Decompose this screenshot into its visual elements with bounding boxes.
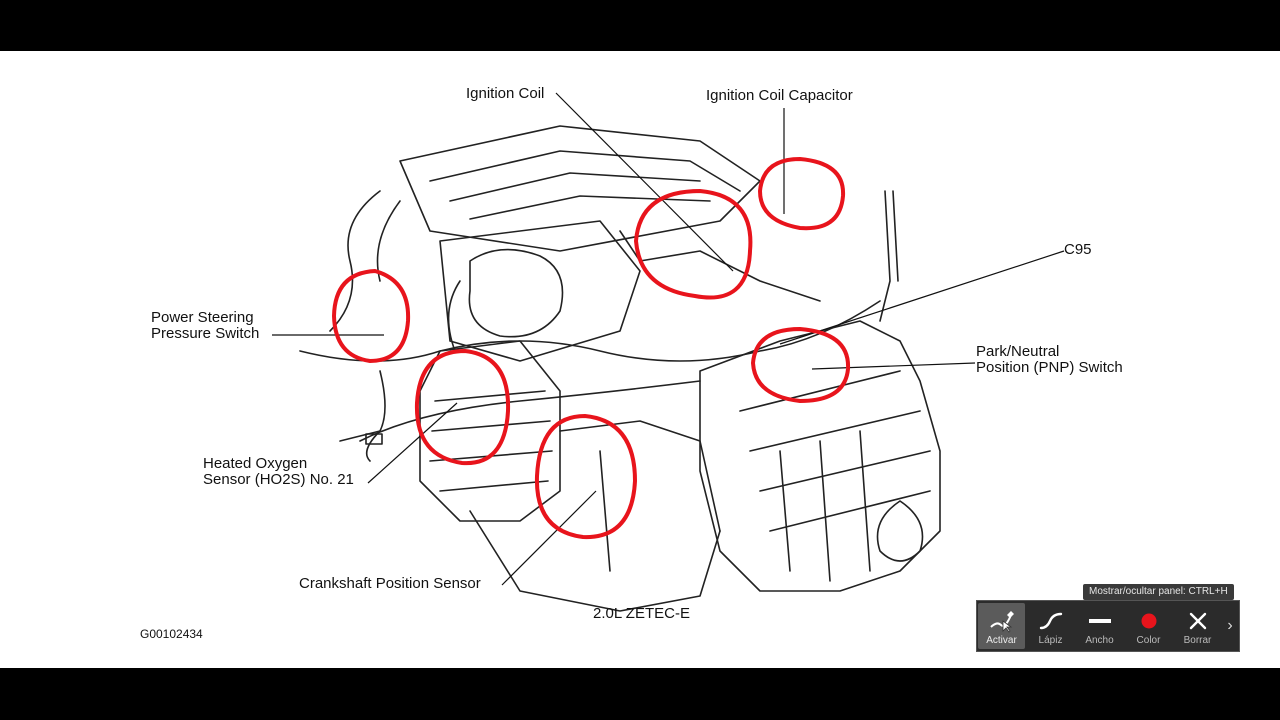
label-ignition-coil: Ignition Coil — [466, 85, 545, 102]
label-power-steering-line1: Power Steering — [151, 309, 254, 326]
label-ho2s-line2: Sensor (HO2S) No. 21 — [203, 471, 354, 488]
leader-lines — [272, 92, 1065, 586]
curve-icon — [1038, 607, 1064, 635]
circle-pnp-switch — [750, 326, 851, 404]
pencil-button[interactable]: Lápiz — [1027, 603, 1074, 649]
color-button[interactable]: Color — [1125, 603, 1172, 649]
label-power-steering-line2: Pressure Switch — [151, 325, 260, 342]
color-dot-icon — [1136, 607, 1162, 635]
diagram-canvas: Ignition Coil Ignition Coil Capacitor C9… — [0, 51, 1280, 668]
toolbar-tooltip: Mostrar/ocultar panel: CTRL+H — [1083, 584, 1234, 600]
chevron-right-icon[interactable]: › — [1227, 617, 1233, 634]
circle-coil-capacitor — [757, 156, 846, 231]
color-label: Color — [1136, 635, 1161, 646]
activate-button[interactable]: Activar — [978, 603, 1025, 649]
label-pnp-line2: Position (PNP) Switch — [976, 359, 1123, 376]
top-letterbox — [0, 0, 1280, 51]
label-pnp-line1: Park/Neutral — [976, 343, 1060, 360]
label-crankshaft: Crankshaft Position Sensor — [299, 575, 481, 592]
annotation-toolbar: Activar Lápiz Ancho Color Borrar › — [976, 600, 1240, 652]
circle-ho2s — [414, 348, 511, 466]
label-c95: C95 — [1064, 241, 1092, 258]
pen-cursor-icon — [987, 607, 1017, 635]
erase-label: Borrar — [1183, 635, 1212, 646]
line-width-icon — [1087, 607, 1113, 635]
erase-button[interactable]: Borrar — [1174, 603, 1221, 649]
label-figure-id: G00102434 — [140, 627, 203, 641]
label-ho2s-line1: Heated Oxygen — [203, 455, 308, 472]
width-label: Ancho — [1085, 635, 1114, 646]
label-engine: 2.0L ZETEC-E — [593, 605, 690, 622]
annotation-circles — [331, 156, 851, 540]
width-button[interactable]: Ancho — [1076, 603, 1123, 649]
pencil-label: Lápiz — [1038, 635, 1063, 646]
label-ignition-coil-capacitor: Ignition Coil Capacitor — [706, 87, 853, 104]
circle-ignition-coil — [633, 188, 753, 300]
circle-power-steering — [331, 268, 411, 364]
close-icon — [1185, 607, 1211, 635]
activate-label: Activar — [986, 635, 1017, 646]
bottom-letterbox — [0, 668, 1280, 720]
engine-diagram — [272, 92, 1065, 612]
circle-crankshaft — [534, 413, 638, 540]
